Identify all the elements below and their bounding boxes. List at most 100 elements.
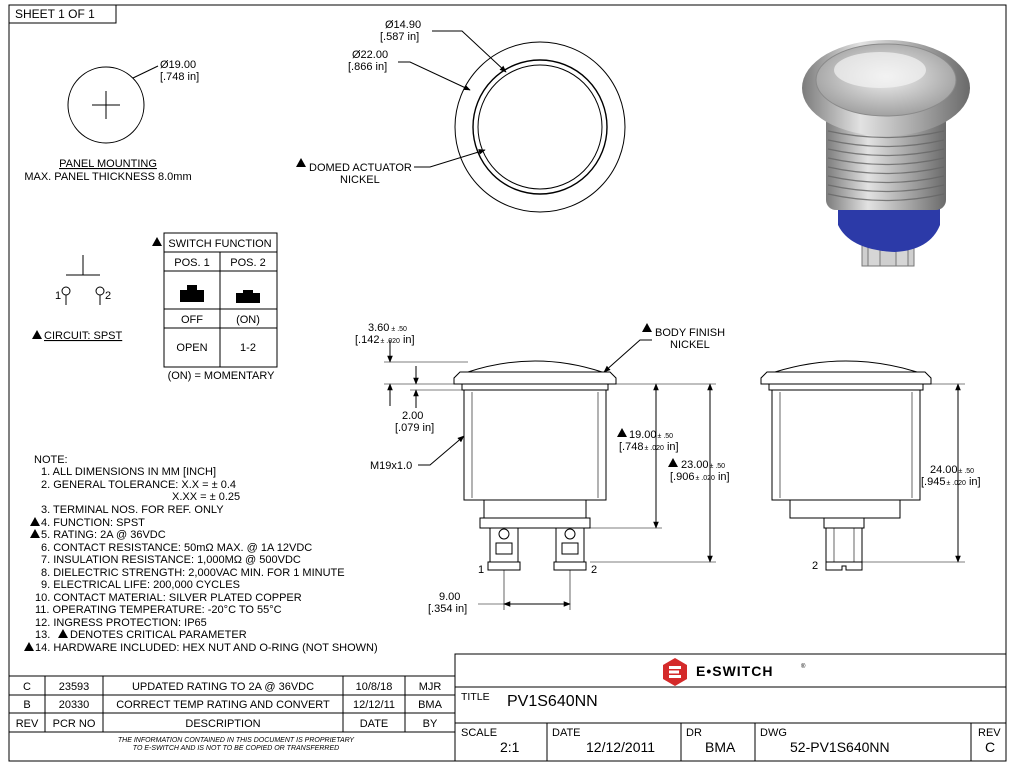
date-cell: 12/12/11 bbox=[353, 699, 395, 711]
pos1-state: OFF bbox=[181, 314, 203, 326]
critical-marker-icon bbox=[296, 158, 306, 167]
note-item: 6. CONTACT RESISTANCE: 50mΩ MAX. @ 1A 12… bbox=[41, 542, 312, 554]
notes-header: NOTE: bbox=[34, 454, 68, 466]
top-view: Ø14.90 [.587 in] Ø22.00 [.866 in] DOMED … bbox=[296, 19, 626, 213]
dwg-label: DWG bbox=[760, 727, 787, 739]
end-terminal: 2 bbox=[812, 560, 818, 572]
collar-dim-mm: 2.00 bbox=[402, 410, 423, 422]
dwg-value: 52-PV1S640NN bbox=[790, 739, 890, 755]
top-dim2-mm: Ø22.00 bbox=[352, 49, 388, 61]
pos1-contact: OPEN bbox=[176, 342, 207, 354]
body-dim-mm: 19.00± .50 bbox=[629, 429, 673, 441]
button-pressed-icon bbox=[236, 290, 260, 303]
critical-marker-icon bbox=[642, 323, 652, 332]
body-finish-label-2: NICKEL bbox=[670, 339, 710, 351]
end-dim-mm: 24.00± .50 bbox=[930, 464, 974, 476]
title-value: PV1S640NN bbox=[507, 693, 598, 710]
product-render-image bbox=[802, 40, 970, 267]
eswitch-logo: E•SWITCH ® bbox=[663, 658, 806, 686]
circuit-label: CIRCUIT: SPST bbox=[44, 330, 123, 342]
side-view: 1 2 BODY FINISH NICKEL 3.60± .50 [.142± … bbox=[355, 322, 730, 615]
scale-label: SCALE bbox=[461, 727, 497, 739]
end-view: 2 24.00± .50 [.945± .020 in] bbox=[760, 360, 981, 572]
body-finish-label-1: BODY FINISH bbox=[655, 327, 725, 339]
critical-marker-icon bbox=[30, 529, 40, 538]
rev-value: C bbox=[985, 739, 995, 755]
description-cell: CORRECT TEMP RATING AND CONVERT bbox=[116, 699, 330, 711]
side-terminal-2: 2 bbox=[591, 564, 597, 576]
note-item: 10. CONTACT MATERIAL: SILVER PLATED COPP… bbox=[35, 592, 302, 604]
switch-function-table: SWITCH FUNCTION POS. 1 POS. 2 OFF (ON) O… bbox=[152, 232, 278, 382]
note-item: 2. GENERAL TOLERANCE: X.X = ± 0.4 bbox=[41, 479, 236, 491]
rev-header: REV bbox=[16, 718, 39, 730]
notes-block: NOTE: 1. ALL DIMENSIONS IN MM [INCH] 2. … bbox=[24, 454, 378, 654]
pos2-contact: 1-2 bbox=[240, 342, 256, 354]
actuator-label-1: DOMED ACTUATOR bbox=[309, 162, 412, 174]
title-label: TITLE bbox=[461, 691, 490, 703]
date-header: DATE bbox=[360, 718, 389, 730]
note-item: 11. OPERATING TEMPERATURE: -20°C TO 55°C bbox=[35, 604, 282, 616]
end-dim-in: [.945± .020 in] bbox=[921, 476, 981, 488]
note-item: 7. INSULATION RESISTANCE: 1,000MΩ @ 500V… bbox=[41, 554, 301, 566]
panel-dia-mm: Ø19.00 bbox=[160, 59, 196, 71]
note-item: 4. FUNCTION: SPST bbox=[41, 517, 145, 529]
actuator-label-2: NICKEL bbox=[340, 174, 380, 186]
top-dim1-mm: Ø14.90 bbox=[385, 19, 421, 31]
logo-registered: ® bbox=[801, 663, 806, 670]
critical-marker-icon bbox=[32, 330, 42, 339]
top-dim2-in: [.866 in] bbox=[348, 61, 387, 73]
description-header: DESCRIPTION bbox=[185, 718, 260, 730]
rev-cell: B bbox=[23, 699, 30, 711]
body-dim-in: [.748± .020 in] bbox=[619, 441, 679, 453]
description-cell: UPDATED RATING TO 2A @ 36VDC bbox=[132, 681, 314, 693]
critical-marker-icon bbox=[617, 428, 627, 437]
head-dim-mm: 3.60± .50 bbox=[368, 322, 407, 334]
button-released-icon bbox=[180, 285, 204, 302]
note-item: 5. RATING: 2A @ 36VDC bbox=[41, 529, 166, 541]
date-value: 12/12/2011 bbox=[586, 739, 655, 755]
pcr-header: PCR NO bbox=[53, 718, 96, 730]
critical-marker-icon bbox=[152, 237, 162, 246]
note-item: 12. INGRESS PROTECTION: IP65 bbox=[35, 617, 207, 629]
scale-value: 2:1 bbox=[500, 739, 520, 755]
critical-marker-icon bbox=[668, 458, 678, 467]
critical-marker-icon bbox=[58, 629, 68, 638]
note-item: 14. HARDWARE INCLUDED: HEX NUT AND O-RIN… bbox=[35, 642, 378, 654]
panel-mounting-title: PANEL MOUNTING bbox=[59, 158, 157, 170]
momentary-note: (ON) = MOMENTARY bbox=[168, 370, 276, 382]
side-terminal-1: 1 bbox=[478, 564, 484, 576]
top-dim1-in: [.587 in] bbox=[380, 31, 419, 43]
pcr-cell: 23593 bbox=[59, 681, 90, 693]
total-dim-in: [.906± .020 in] bbox=[670, 471, 730, 483]
thread-label: M19x1.0 bbox=[370, 460, 412, 472]
note-item: 8. DIELECTRIC STRENGTH: 2,000VAC MIN. FO… bbox=[41, 567, 345, 579]
collar-dim-in: [.079 in] bbox=[395, 422, 434, 434]
note-item: X.XX = ± 0.25 bbox=[172, 491, 240, 503]
pcr-cell: 20330 bbox=[59, 699, 90, 711]
rev-label: REV bbox=[978, 727, 1001, 739]
pos2-state: (ON) bbox=[236, 314, 260, 326]
note-item: 9. ELECTRICAL LIFE: 200,000 CYCLES bbox=[41, 579, 240, 591]
sheet-number: SHEET 1 OF 1 bbox=[15, 7, 95, 21]
circuit-symbol: 1 2 CIRCUIT: SPST bbox=[32, 255, 123, 342]
head-dim-in: [.142± .020 in] bbox=[355, 334, 415, 346]
note-item: 1. ALL DIMENSIONS IN MM [INCH] bbox=[41, 466, 216, 478]
title-block: E•SWITCH ® TITLE PV1S640NN SCALE 2:1 DAT… bbox=[454, 653, 1007, 762]
pos2-header: POS. 2 bbox=[230, 257, 265, 269]
circuit-pin-2: 2 bbox=[105, 290, 111, 302]
pos1-header: POS. 1 bbox=[174, 257, 209, 269]
switch-function-title: SWITCH FUNCTION bbox=[168, 238, 271, 250]
by-cell: MJR bbox=[419, 681, 442, 693]
panel-dia-in: [.748 in] bbox=[160, 71, 199, 83]
circuit-pin-1: 1 bbox=[55, 290, 61, 302]
drawn-by-label: DR bbox=[686, 727, 702, 739]
total-dim-mm: 23.00± .50 bbox=[681, 459, 725, 471]
rev-cell: C bbox=[23, 681, 31, 693]
by-cell: BMA bbox=[418, 699, 443, 711]
sheet-number-box bbox=[8, 4, 117, 24]
pitch-dim-mm: 9.00 bbox=[439, 591, 460, 603]
date-label: DATE bbox=[552, 727, 581, 739]
date-cell: 10/8/18 bbox=[356, 681, 393, 693]
pitch-dim-in: [.354 in] bbox=[428, 603, 467, 615]
